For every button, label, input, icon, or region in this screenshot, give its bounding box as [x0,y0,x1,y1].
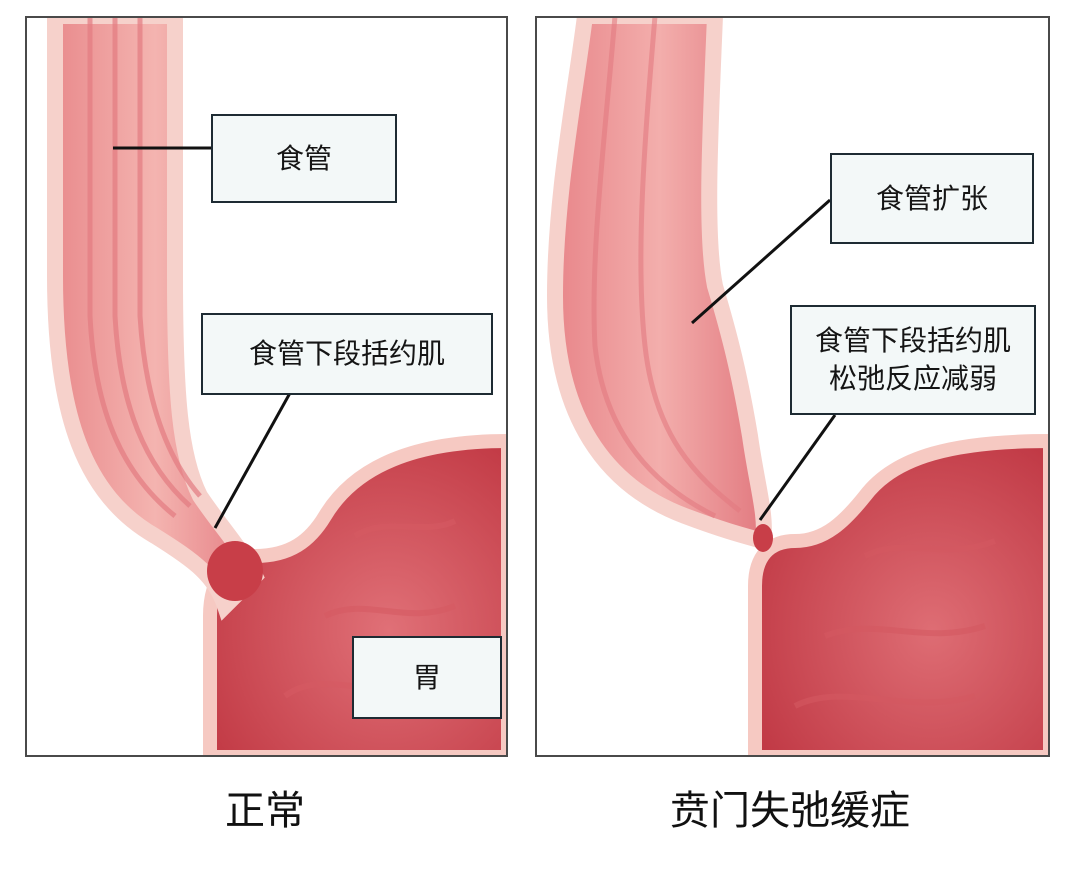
weak-les-label-line1: 食管下段括约肌 [814,324,1011,357]
esophagus-label-text: 食管 [275,141,332,175]
normal-caption: 正常 [225,788,305,834]
dilation-label: 食管扩张 [830,153,1034,244]
dilated-esophagus-shape [546,16,772,552]
esophagus-shape [47,16,265,621]
les-label: 食管下段括约肌 [201,313,493,395]
les-label-text: 食管下段括约肌 [248,337,445,370]
stomach-label: 胃 [352,636,502,719]
esophagus-label: 食管 [211,114,397,203]
weak-les-label-line2: 松弛反应减弱 [828,362,997,395]
stomach-shape [748,433,1050,757]
achalasia-caption: 贲门失弛缓症 [670,788,910,834]
dilation-label-text: 食管扩张 [875,181,988,215]
achalasia-anatomy-illustration [546,16,1050,757]
weak-les-label: 食管下段括约肌 松弛反应减弱 [790,305,1036,415]
stomach-label-text: 胃 [412,660,441,694]
